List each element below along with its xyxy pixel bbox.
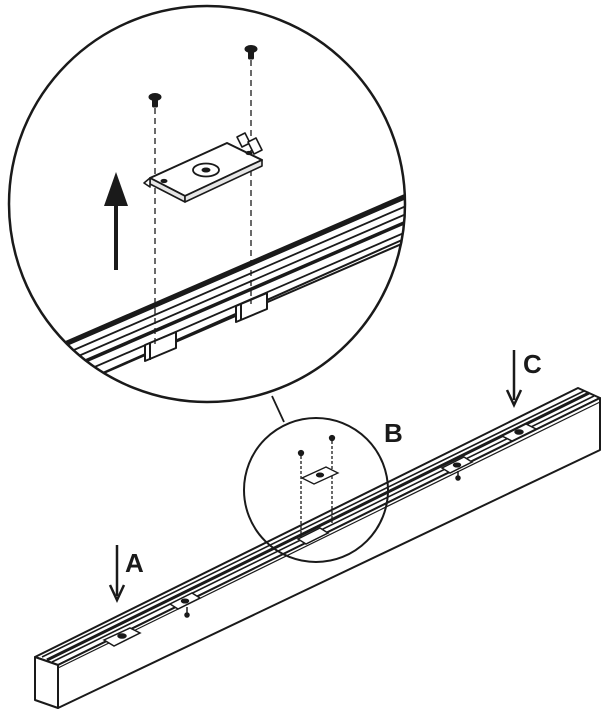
label-a: A bbox=[125, 548, 144, 578]
large-detail-circle bbox=[7, 4, 407, 404]
mounting-clip-right bbox=[440, 456, 474, 481]
rail-profile bbox=[34, 387, 601, 709]
rail-end-face bbox=[34, 656, 59, 709]
rail-marks bbox=[539, 401, 573, 419]
small-detail-contents bbox=[297, 434, 340, 538]
magnified-detail bbox=[9, 6, 405, 402]
label-c: C bbox=[523, 349, 542, 379]
arrow-down-icon bbox=[505, 350, 523, 408]
mounting-clip-c bbox=[500, 423, 538, 442]
mounting-clip-a bbox=[102, 627, 142, 647]
leader-line bbox=[271, 395, 285, 423]
arrow-down-icon bbox=[108, 545, 126, 603]
small-detail-circle bbox=[243, 417, 389, 563]
arrow-up-icon bbox=[104, 172, 128, 270]
mounting-clip-mid bbox=[168, 592, 202, 618]
mounting-clip-b-slot bbox=[296, 527, 330, 545]
screw-right bbox=[244, 45, 258, 60]
screw-left bbox=[148, 93, 162, 108]
label-b: B bbox=[384, 418, 403, 448]
mounting-plate bbox=[143, 132, 263, 203]
alignment-lines bbox=[154, 60, 252, 348]
